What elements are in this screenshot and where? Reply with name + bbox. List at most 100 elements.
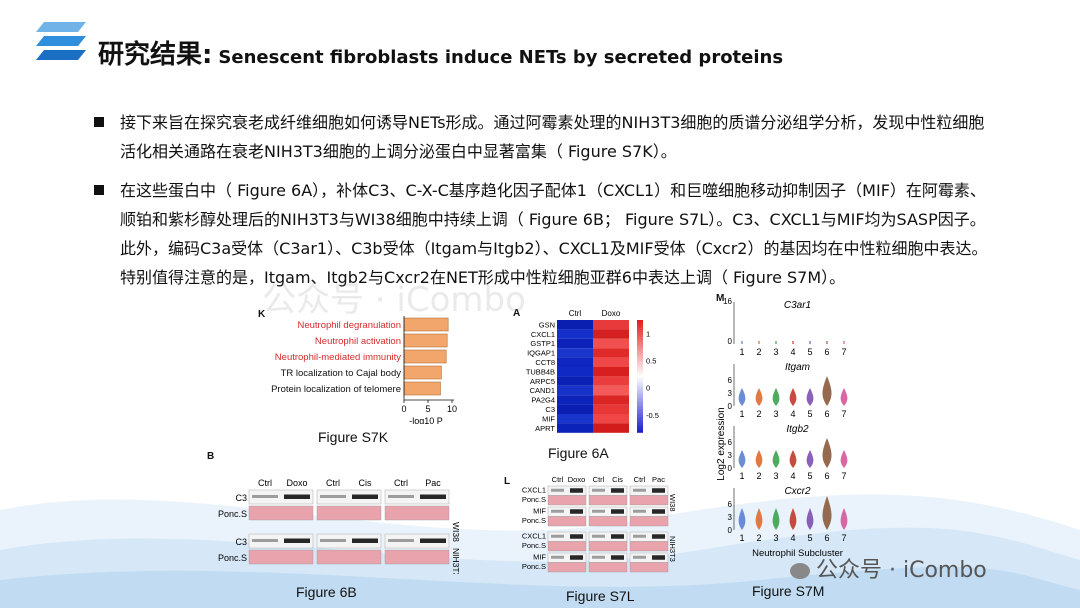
violin-shape (789, 508, 797, 530)
heatmap-cell (557, 385, 593, 396)
heatmap-cell (593, 320, 629, 330)
violin-gene-title: Itgam (785, 362, 810, 373)
violin-gene-title: Itgb2 (786, 424, 809, 435)
y-axis-label: Log2 expression (716, 407, 727, 480)
blot-cell-label: NIH3T3 (451, 548, 461, 574)
blot-band (633, 534, 646, 538)
violin-cluster-label: 7 (841, 533, 846, 543)
heatmap-cell (557, 320, 593, 330)
violin-cluster-label: 7 (841, 471, 846, 481)
blot-strip (384, 505, 450, 521)
violin-shape (822, 496, 832, 530)
violin-cluster-label: 1 (739, 347, 744, 357)
blot-strip (629, 516, 669, 527)
violin-cluster-label: 1 (739, 471, 744, 481)
watermark-text: 公众号 · iCombo (816, 558, 987, 583)
blot-band (551, 555, 564, 559)
heatmap-row-label: CCT8 (535, 358, 555, 367)
blot-row-label: C3 (235, 493, 247, 503)
heatmap-cell (557, 414, 593, 424)
violin-shape (738, 388, 746, 406)
blot-strip (384, 549, 450, 565)
blot-band (252, 495, 278, 498)
blot-cell-label: WI38 (451, 522, 461, 542)
blot-lane-label: Ctrl (634, 475, 646, 484)
blot-band (320, 539, 346, 542)
violin-y-tick: 6 (728, 376, 733, 385)
violin-cluster-label: 3 (773, 409, 778, 419)
blot-strip (588, 541, 628, 552)
logo-icon (36, 22, 86, 60)
blot-band (320, 495, 346, 498)
heatmap-cell (557, 395, 593, 405)
heatmap-cell (593, 367, 629, 377)
blot-strip (316, 489, 382, 505)
blot-band (592, 488, 605, 492)
heatmap-row-label: CAND1 (530, 386, 555, 395)
color-scale-tick: 0.5 (646, 357, 656, 366)
blot-band (633, 509, 646, 513)
blot-band (611, 509, 624, 514)
violin-cluster-label: 1 (739, 533, 744, 543)
blot-band (652, 488, 665, 493)
heatmap-row-label: C3 (545, 405, 555, 414)
figure-s7l-caption: Figure S7L (566, 588, 635, 604)
heatmap-cell (557, 367, 593, 377)
blot-lane-label: Doxo (568, 475, 586, 484)
blot-band (592, 509, 605, 513)
violin-cluster-label: 3 (773, 533, 778, 543)
bar (403, 349, 447, 364)
blot-lane-label: Ctrl (394, 478, 408, 488)
heatmap-row-label: GSN (539, 320, 555, 329)
blot-lane-label: Pac (425, 478, 441, 488)
panel-label-l: L (504, 476, 511, 487)
blot-band (611, 555, 624, 560)
violin-y-tick: 0 (728, 337, 733, 346)
violin-y-tick: 6 (728, 500, 733, 509)
violin-shape (738, 450, 746, 468)
violin-cluster-label: 2 (756, 471, 761, 481)
blot-cell-label: WI38 (668, 494, 677, 512)
blot-strip (547, 562, 587, 573)
heatmap-col-label: Doxo (602, 309, 621, 318)
violin-y-tick: 3 (728, 451, 733, 460)
blot-row-label: C3 (235, 537, 247, 547)
blot-row-label: CXCL1 (522, 486, 546, 495)
blot-lane-label: Doxo (286, 478, 307, 488)
color-scale-tick: 1 (646, 330, 650, 339)
blot-band (551, 509, 564, 513)
violin-shape (806, 450, 814, 468)
blot-band (570, 555, 583, 560)
panel-label-m: M (716, 293, 725, 304)
blot-strip (316, 533, 382, 549)
violin-y-tick: 0 (728, 526, 733, 535)
blot-band (420, 494, 446, 499)
blot-row-label: Ponc.S (522, 562, 546, 571)
blot-band (652, 555, 665, 560)
panel-label-a: A (513, 308, 521, 319)
blot-row-label: Ponc.S (218, 553, 247, 563)
panel-label-b: B (207, 451, 215, 462)
violin-shape (822, 438, 832, 468)
violin-cluster-label: 7 (841, 347, 846, 357)
violin-shape (772, 388, 780, 406)
wechat-icon (790, 563, 810, 579)
blot-lane-label: Cis (612, 475, 623, 484)
heatmap-cell (593, 395, 629, 405)
violin-cluster-label: 5 (807, 533, 812, 543)
blot-band (284, 494, 310, 499)
bar-label: Neutrophil activation (315, 336, 401, 347)
violin-y-tick: 0 (728, 402, 733, 411)
heatmap-cell (557, 338, 593, 349)
blot-strip (588, 562, 628, 573)
blot-strip (248, 489, 314, 505)
violin-y-tick: 3 (728, 513, 733, 522)
violin-cluster-label: 5 (807, 471, 812, 481)
blot-strip (384, 489, 450, 505)
violin-cluster-label: 3 (773, 347, 778, 357)
violin-shape (806, 508, 814, 530)
bar (403, 317, 449, 332)
